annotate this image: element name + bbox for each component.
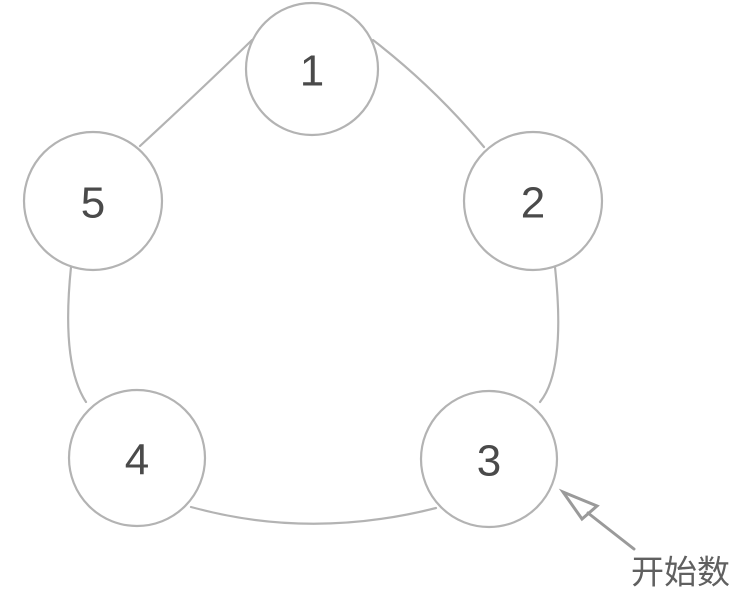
edge-4-to-5	[67, 265, 88, 404]
node-3[interactable]: 3	[419, 389, 559, 529]
annotation-arrow-head-icon	[558, 488, 600, 522]
node-4-circle[interactable]	[67, 388, 207, 528]
node-2-label: 2	[521, 179, 545, 228]
node-4-label: 4	[125, 436, 149, 485]
ring-edges	[67, 38, 560, 525]
node-5-circle[interactable]	[22, 130, 164, 272]
node-2-circle[interactable]	[462, 130, 604, 272]
edge-1-to-2	[371, 38, 486, 149]
node-1-label: 1	[300, 47, 324, 96]
edge-2-to-3	[538, 265, 560, 404]
edge-3-to-4	[189, 505, 438, 525]
node-3-label: 3	[477, 437, 501, 486]
start-annotation: 开始数	[558, 488, 730, 592]
annotation-arrow-shaft	[586, 511, 636, 551]
node-3-circle[interactable]	[419, 389, 559, 529]
node-5[interactable]: 5	[22, 130, 164, 272]
node-4[interactable]: 4	[67, 388, 207, 528]
edge-5-to-1	[138, 38, 254, 148]
node-5-label: 5	[81, 179, 105, 228]
node-1-circle[interactable]	[244, 1, 380, 137]
annotation-text: 开始数	[631, 553, 730, 592]
node-1[interactable]: 1	[244, 1, 380, 137]
node-2[interactable]: 2	[462, 130, 604, 272]
